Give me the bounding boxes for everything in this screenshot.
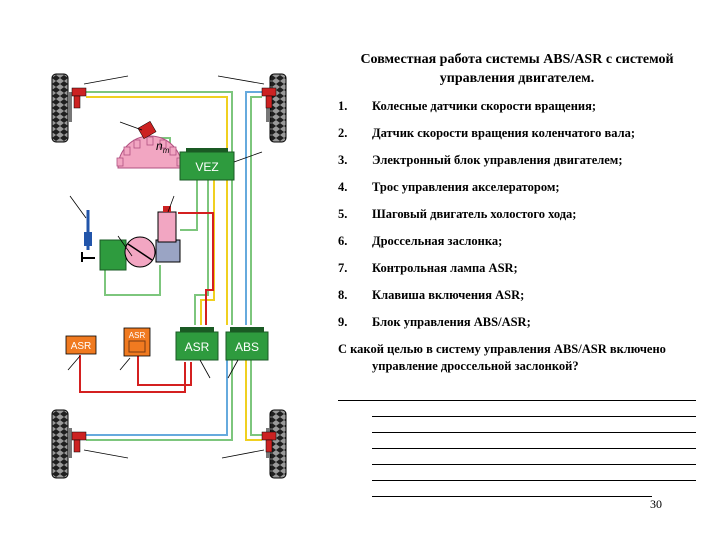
wheel-front-left	[51, 73, 72, 143]
page-number: 30	[650, 497, 662, 511]
list-item: 3.Электронный блок управления двигателем…	[338, 153, 623, 167]
nm-label: nm	[156, 139, 170, 155]
answer-line	[338, 385, 696, 401]
svg-text:ASR: ASR	[129, 331, 146, 340]
list-item: 2.Датчик скорости вращения коленчатого в…	[338, 126, 636, 140]
answer-line	[372, 401, 696, 417]
wheel-sensor-rear-right	[261, 431, 277, 453]
leader-lines	[67, 75, 265, 459]
wheel-sensor-front-left	[71, 87, 87, 109]
asr-warning-lamp: ASR	[65, 335, 97, 355]
abs-control-unit: ABS	[225, 327, 269, 361]
crankshaft-gear-icon	[116, 120, 184, 169]
answer-line	[372, 449, 696, 465]
component-list: 1.Колесные датчики скорости вращения; 2.…	[338, 98, 696, 330]
text-panel: Совместная работа системы ABS/ASR с сист…	[338, 50, 696, 497]
wheel-sensor-rear-left	[71, 431, 87, 453]
question-text: С какой целью в систему управления ABS/A…	[338, 342, 666, 373]
answer-lines	[338, 385, 696, 497]
idle-stepper-motor	[157, 206, 177, 243]
answer-line	[372, 465, 696, 481]
svg-text:ASR: ASR	[71, 341, 92, 352]
list-item: 9.Блок управления ABS/ASR;	[338, 315, 531, 329]
vez-control-unit: VEZ	[179, 148, 235, 181]
wiring	[79, 91, 262, 441]
svg-text:ASR: ASR	[185, 340, 210, 354]
asr-switch-key: ASR	[123, 327, 151, 357]
answer-line	[372, 417, 696, 433]
list-item: 6.Дроссельная заслонка;	[338, 234, 503, 248]
wheel-sensor-front-right	[261, 87, 277, 109]
svg-text:VEZ: VEZ	[195, 160, 218, 174]
slide-title: Совместная работа системы ABS/ASR с сист…	[360, 52, 674, 86]
answer-line	[372, 481, 652, 497]
list-item: 7.Контрольная лампа ASR;	[338, 261, 518, 275]
wheel-rear-left	[51, 409, 72, 479]
list-item: 4.Трос управления акселератором;	[338, 180, 560, 194]
svg-text:ABS: ABS	[235, 340, 259, 354]
abs-asr-diagram: nm VEZ ASR ABS ASR ASR	[51, 73, 287, 479]
accelerator-cable	[81, 210, 95, 262]
list-item: 8.Клавиша включения ASR;	[338, 288, 525, 302]
list-item: 1.Колесные датчики скорости вращения;	[338, 99, 597, 113]
list-item: 5.Шаговый двигатель холостого хода;	[338, 207, 577, 221]
crankshaft-sensor	[137, 120, 157, 140]
asr-control-unit: ASR	[175, 327, 219, 361]
throttle-body	[99, 236, 181, 271]
answer-line	[372, 433, 696, 449]
